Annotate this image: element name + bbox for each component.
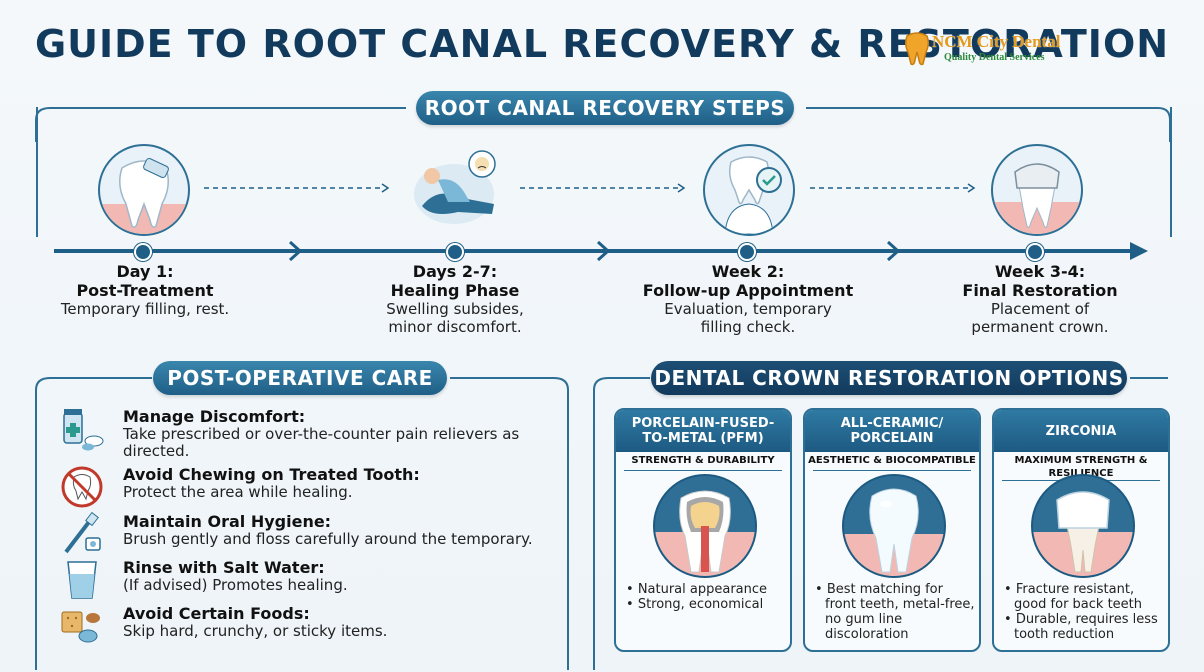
timeline-dot-2 — [446, 243, 464, 261]
crown-card-ceramic-bullets: • Best matching for front teeth, metal-f… — [815, 582, 975, 642]
care-item-3-title: Maintain Oral Hygiene: — [123, 512, 332, 531]
step-2-title: Healing Phase — [390, 281, 520, 300]
no-chew-icon — [61, 466, 103, 508]
pfm-crown-illustration — [653, 474, 757, 578]
crown-heading: DENTAL CROWN RESTORATION OPTIONS — [651, 361, 1127, 395]
crown-card-zirconia-title: ZIRCONIA — [994, 410, 1168, 452]
timeline-dot-1 — [134, 243, 152, 261]
care-item-4-desc: (If advised) Promotes healing. — [123, 576, 348, 594]
snack-food-icon — [61, 611, 100, 643]
step-1-desc: Temporary filling, rest. — [60, 300, 230, 318]
care-heading: POST-OPERATIVE CARE — [153, 361, 447, 395]
step-1-title: Post-Treatment — [76, 281, 214, 300]
step-4-title: Final Restoration — [962, 281, 1118, 300]
step-1-day: Day 1: — [116, 262, 174, 281]
care-item-3-desc: Brush gently and floss carefully around … — [123, 530, 533, 548]
tooth-logo-icon — [904, 32, 930, 66]
step-4-day: Week 3-4: — [994, 262, 1086, 281]
step-3-desc: Evaluation, temporary filling check. — [664, 300, 832, 336]
care-item-1-title: Manage Discomfort: — [123, 407, 306, 426]
step-2-day: Days 2-7: — [412, 262, 498, 281]
care-item-5-title: Avoid Certain Foods: — [123, 604, 310, 623]
divider — [624, 470, 782, 471]
crown-card-pfm: PORCELAIN-FUSED-TO-METAL (PFM) STRENGTH … — [614, 408, 792, 652]
crown-card-zirconia-bullets: • Fracture resistant, good for back teet… — [1004, 582, 1164, 642]
step-2: Days 2-7: Healing Phase Swelling subside… — [335, 262, 575, 336]
bullet: • Durable, requires less tooth reduction — [1004, 612, 1158, 642]
care-item-4-title: Rinse with Salt Water: — [123, 558, 325, 577]
water-glass-icon — [67, 561, 97, 599]
step-3: Week 2: Follow-up Appointment Evaluation… — [628, 262, 868, 336]
step-3-title: Follow-up Appointment — [642, 281, 854, 300]
step-4-desc: Placement of permanent crown. — [971, 300, 1109, 336]
ceramic-crown-illustration — [842, 474, 946, 578]
care-item-2-desc: Protect the area while healing. — [123, 483, 353, 501]
brand-tagline: Quality Dental Services — [944, 52, 1045, 63]
crown-card-zirconia-sub: MAXIMUM STRENGTH & RESILIENCE — [1014, 455, 1148, 479]
step-4: Week 3-4: Final Restoration Placement of… — [920, 262, 1160, 336]
care-item-4: Rinse with Salt Water: (If advised) Prom… — [60, 558, 560, 604]
care-item-2-title: Avoid Chewing on Treated Tooth: — [123, 465, 420, 484]
dentist-check-icon — [703, 144, 795, 236]
recovery-heading: ROOT CANAL RECOVERY STEPS — [416, 91, 794, 125]
care-section-frame — [35, 377, 569, 670]
crown-card-ceramic-title: ALL-CERAMIC/ PORCELAIN — [805, 410, 979, 452]
crown-card-pfm-title: PORCELAIN-FUSED-TO-METAL (PFM) — [616, 410, 790, 452]
timeline — [54, 240, 1148, 262]
bullet: • Natural appearance — [626, 582, 768, 597]
care-item-2: Avoid Chewing on Treated Tooth: Protect … — [60, 465, 560, 511]
brand-logo: NCM City Dental Quality Dental Services — [902, 30, 1092, 70]
step-2-desc: Swelling subsides, minor discomfort. — [386, 300, 524, 336]
step-1: Day 1: Post-Treatment Temporary filling,… — [25, 262, 265, 318]
timeline-dot-4 — [1026, 243, 1044, 261]
crowned-tooth-icon — [991, 144, 1083, 236]
care-item-1-desc: Take prescribed or over-the-counter pain… — [123, 425, 520, 460]
crown-card-pfm-bullets: • Natural appearance • Strong, economica… — [626, 582, 786, 612]
resting-person-icon — [408, 146, 508, 234]
medicine-icon — [63, 409, 104, 451]
crown-card-pfm-sub: STRENGTH & DURABILITY — [631, 455, 775, 466]
tooth-bandage-icon — [98, 144, 190, 236]
crown-card-zirconia: ZIRCONIA MAXIMUM STRENGTH & RESILIENCE •… — [992, 408, 1170, 652]
crown-card-ceramic: ALL-CERAMIC/ PORCELAIN AESTHETIC & BIOCO… — [803, 408, 981, 652]
divider — [813, 470, 971, 471]
crown-section-frame — [593, 377, 1168, 670]
care-item-3: Maintain Oral Hygiene: Brush gently and … — [60, 512, 560, 558]
crown-card-ceramic-sub: AESTHETIC & BIOCOMPATIBLE — [808, 455, 976, 466]
page-title: GUIDE TO ROOT CANAL RECOVERY & RESTORATI… — [34, 22, 1170, 66]
bullet: • Best matching for front teeth, metal-f… — [815, 582, 975, 642]
care-item-5: Avoid Certain Foods: Skip hard, crunchy,… — [60, 604, 560, 650]
step-3-day: Week 2: — [711, 262, 785, 281]
zirconia-crown-illustration — [1031, 474, 1135, 578]
toothbrush-floss-icon — [64, 512, 101, 554]
brand-name: NCM City Dental — [932, 32, 1061, 51]
recovery-frame-top — [35, 107, 1171, 142]
care-item-5-desc: Skip hard, crunchy, or sticky items. — [123, 622, 388, 640]
recovery-section-frame — [36, 107, 1172, 237]
bullet: • Fracture resistant, good for back teet… — [1004, 582, 1143, 612]
timeline-dot-3 — [738, 243, 756, 261]
step-connectors — [204, 183, 976, 193]
care-item-1: Manage Discomfort: Take prescribed or ov… — [60, 407, 560, 460]
bullet: • Strong, economical — [626, 597, 764, 612]
